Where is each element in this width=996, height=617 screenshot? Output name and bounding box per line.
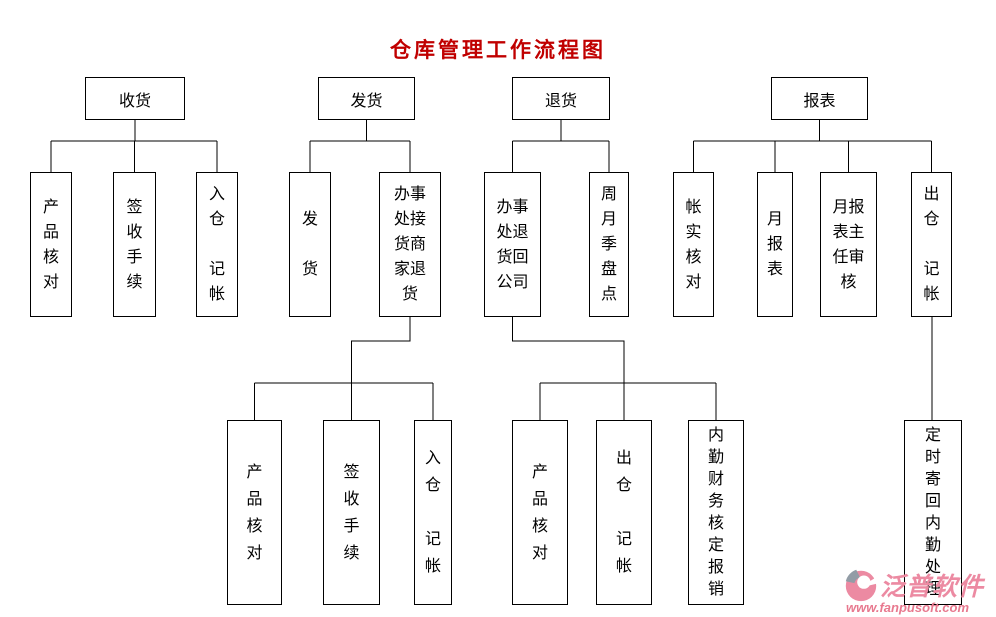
connector-reports — [693, 120, 932, 172]
node-returns-sub-warehouse-out-record: 出 仓 记 帐 — [596, 420, 652, 605]
node-label: 签 收 手 续 — [343, 463, 360, 562]
node-returns-sub-finance-reimburse: 内 勤 财 务 核 定 报 销 — [688, 420, 744, 605]
fanpu-logo-icon — [845, 569, 880, 602]
node-shipping-office-pickup-merchant-return: 办事 处接 货商 家退 货 — [379, 172, 441, 317]
connector-returns — [512, 120, 610, 172]
node-reports-sub-timed-return-process: 定 时 寄 回 内 勤 处 理 — [904, 420, 962, 605]
node-label: 办事 处退 货回 公司 — [496, 198, 529, 291]
node-shipping-ship: 发 货 — [289, 172, 331, 317]
watermark: 泛普软件 www.fanpusoft.com — [842, 566, 996, 615]
node-returns-sub-product-check: 产 品 核 对 — [512, 420, 568, 605]
node-label: 发货 — [350, 92, 383, 110]
node-receiving-warehouse-in-record: 入 仓 记 帐 — [196, 172, 238, 317]
node-label: 定 时 寄 回 内 勤 处 理 — [924, 426, 941, 598]
node-label: 产 品 核 对 — [246, 463, 263, 562]
connector-returns-sub — [512, 317, 717, 420]
node-shipping-sub-warehouse-in-record: 入 仓 记 帐 — [414, 420, 452, 605]
node-label: 月报 表主 任审 核 — [832, 198, 865, 291]
node-label: 入 仓 记 帐 — [208, 186, 225, 303]
node-returns-period-inventory: 周 月 季 盘 点 — [589, 172, 629, 317]
watermark-brand: 泛普软件 — [880, 573, 985, 601]
node-label: 发 货 — [301, 211, 318, 278]
node-receiving-sign-procedure: 签 收 手 续 — [113, 172, 156, 317]
node-returns-office-return-company: 办事 处退 货回 公司 — [484, 172, 541, 317]
node-label: 退货 — [544, 92, 577, 110]
node-label: 收货 — [118, 92, 151, 110]
node-label: 帐 实 核 对 — [685, 198, 702, 291]
connector-shipping — [309, 120, 411, 172]
node-label: 周 月 季 盘 点 — [600, 186, 617, 303]
node-shipping-header: 发货 — [318, 77, 415, 120]
connector-shipping-sub — [254, 317, 434, 420]
node-label: 产 品 核 对 — [531, 463, 548, 562]
node-shipping-sub-product-check: 产 品 核 对 — [227, 420, 282, 605]
node-reports-header: 报表 — [771, 77, 868, 120]
node-reports-director-review: 月报 表主 任审 核 — [820, 172, 877, 317]
node-label: 月 报 表 — [766, 211, 783, 278]
node-label: 出 仓 记 帐 — [615, 450, 632, 575]
node-receiving-header: 收货 — [85, 77, 185, 120]
node-returns-header: 退货 — [512, 77, 610, 120]
node-label: 产 品 核 对 — [42, 198, 59, 291]
node-reports-monthly-report: 月 报 表 — [757, 172, 793, 317]
node-shipping-sub-sign-procedure: 签 收 手 续 — [323, 420, 380, 605]
node-label: 办事 处接 货商 家退 货 — [393, 186, 426, 303]
diagram-title: 仓库管理工作流程图 — [390, 39, 606, 62]
node-label: 出 仓 记 帐 — [923, 186, 940, 303]
node-label: 入 仓 记 帐 — [424, 450, 441, 575]
node-receiving-product-check: 产 品 核 对 — [30, 172, 72, 317]
node-label: 签 收 手 续 — [126, 198, 143, 291]
node-label: 报表 — [803, 92, 836, 110]
node-reports-warehouse-out-record: 出 仓 记 帐 — [911, 172, 952, 317]
node-reports-account-verify: 帐 实 核 对 — [673, 172, 714, 317]
node-label: 内 勤 财 务 核 定 报 销 — [707, 426, 724, 598]
watermark-url: www.fanpusoft.com — [846, 600, 970, 615]
connector-receiving — [50, 120, 218, 172]
